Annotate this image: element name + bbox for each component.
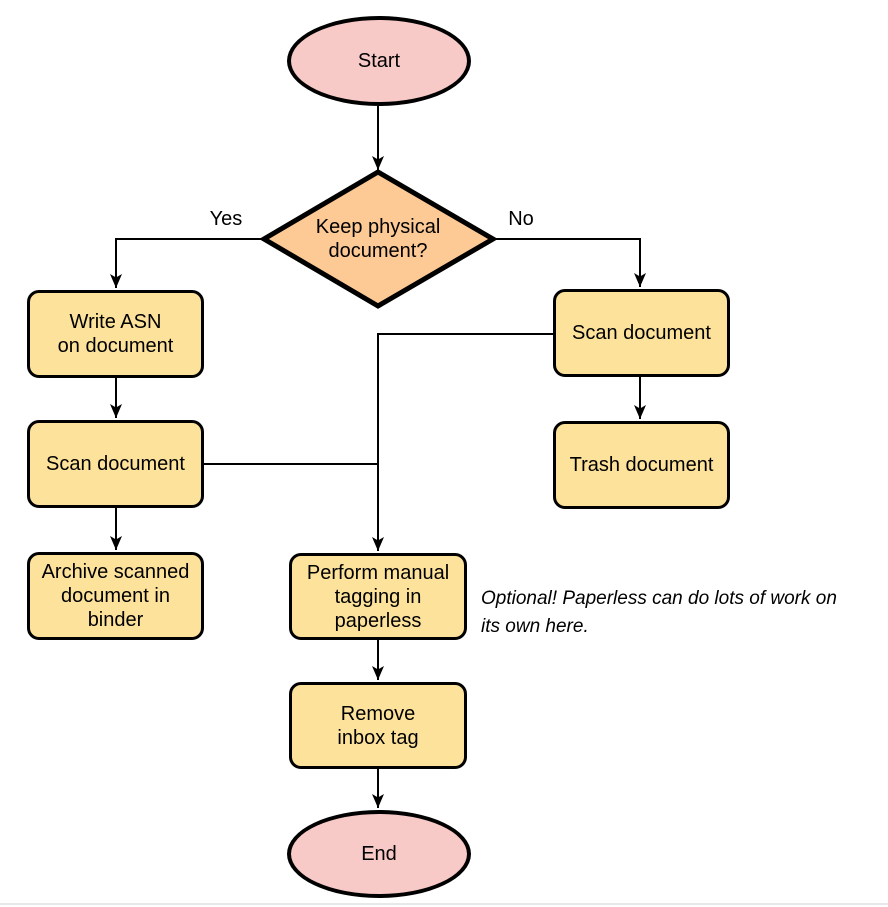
connector-decision-yes-to-write-asn [110, 238, 264, 288]
node-trash-document-label: Trash document [569, 454, 714, 476]
node-end: End [287, 810, 471, 898]
connector-scan-right-to-tagging [372, 333, 553, 551]
node-decision-label: Keep physical document? [315, 216, 441, 262]
node-archive-binder-label: Archive scanned document in binder [41, 561, 190, 631]
node-remove-inbox-tag: Remove inbox tag [289, 682, 467, 769]
node-manual-tagging-label: Perform manual tagging in paperless [306, 561, 450, 632]
node-write-asn-label: Write ASN on document [57, 311, 174, 357]
annotation-note-line1: Optional! Paperless can do lots of work … [481, 588, 837, 609]
annotation-note: Optional! Paperless can do lots of work … [481, 585, 888, 640]
node-scan-document-left: Scan document [27, 420, 204, 508]
node-write-asn: Write ASN on document [27, 290, 204, 378]
node-scan-document-right-label: Scan document [572, 322, 711, 344]
edge-label-no: No [508, 208, 534, 230]
node-archive-binder: Archive scanned document in binder [27, 552, 204, 640]
node-manual-tagging: Perform manual tagging in paperless [289, 553, 467, 640]
node-end-label: End [361, 843, 397, 865]
annotation-note-line2: its own here. [481, 615, 589, 637]
decision-diamond-shape [259, 169, 498, 309]
bottom-rule [0, 903, 888, 905]
node-trash-document: Trash document [553, 421, 730, 509]
node-scan-document-right: Scan document [553, 289, 730, 377]
node-start-label: Start [357, 50, 401, 72]
node-scan-document-left-label: Scan document [46, 453, 185, 475]
edge-label-yes: Yes [209, 208, 243, 230]
node-start: Start [287, 16, 471, 106]
node-remove-inbox-tag-label: Remove inbox tag [337, 702, 419, 749]
connector-decision-no-to-scan-right [493, 238, 646, 287]
